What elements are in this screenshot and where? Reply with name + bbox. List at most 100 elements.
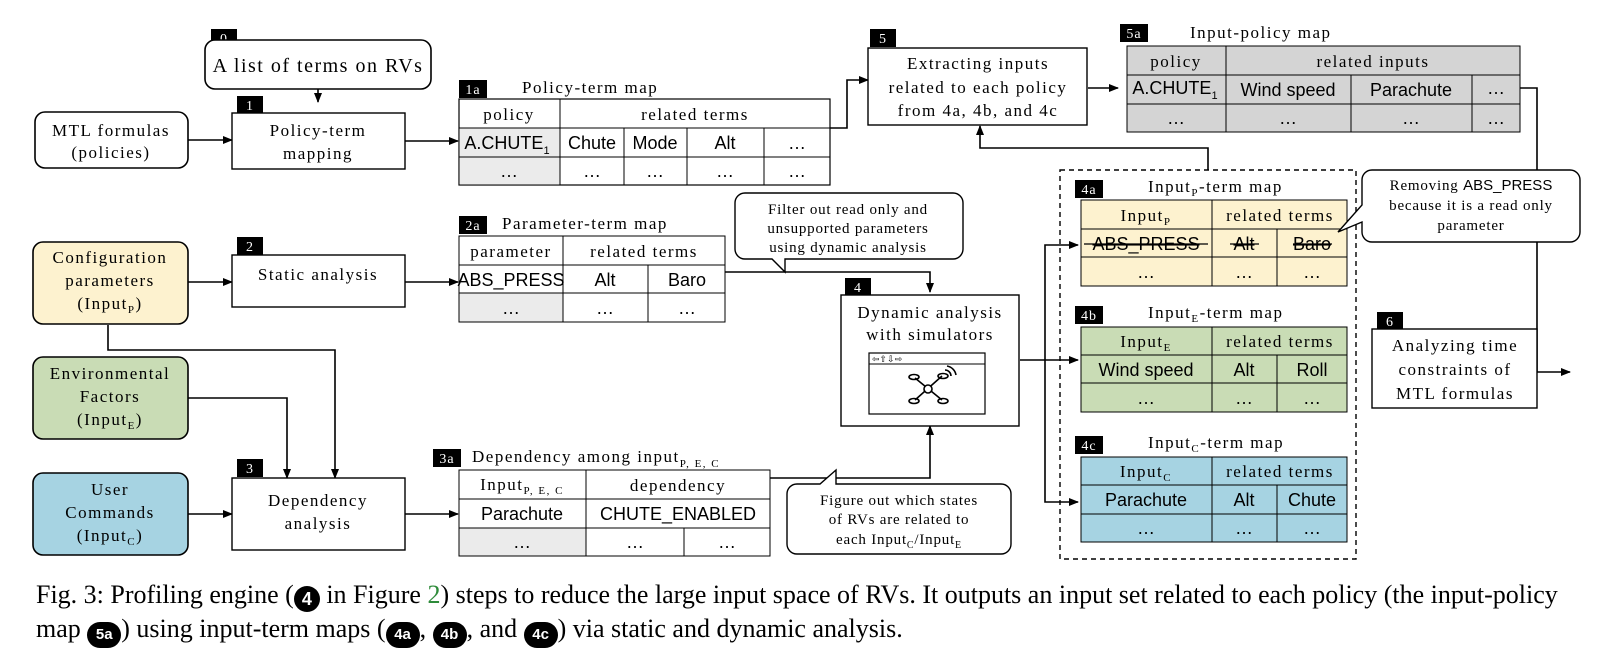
svg-text:4c: 4c xyxy=(1081,439,1096,454)
svg-text:related terms: related terms xyxy=(1226,206,1334,225)
arrow-1a-to-5 xyxy=(830,76,869,129)
svg-text:5: 5 xyxy=(879,32,887,47)
svg-text:Parachute: Parachute xyxy=(1105,490,1187,510)
arrow-env-to-3 xyxy=(187,397,291,479)
badge-4c: 4c xyxy=(1075,436,1103,454)
svg-text:Parachute: Parachute xyxy=(1370,80,1452,100)
svg-text:Mode: Mode xyxy=(632,133,677,153)
table-4a-title: InputP-term map xyxy=(1148,177,1283,199)
svg-text:CHUTE_ENABLED: CHUTE_ENABLED xyxy=(600,504,756,525)
svg-text:policy: policy xyxy=(483,105,535,124)
svg-text:…: … xyxy=(1303,262,1321,282)
svg-text:mapping: mapping xyxy=(283,144,353,163)
svg-text:Dynamic analysis: Dynamic analysis xyxy=(857,303,1002,322)
node-list-of-terms: A list of terms on RVs xyxy=(204,39,432,90)
svg-text:…: … xyxy=(1235,262,1253,282)
caption-text: ) via static and dynamic analysis. xyxy=(557,614,903,643)
svg-text:…: … xyxy=(502,298,520,318)
svg-text:Alt: Alt xyxy=(714,133,735,153)
svg-text:each InputC/InputE: each InputC/InputE xyxy=(836,532,962,551)
svg-text:User: User xyxy=(91,480,129,499)
step-5-extracting-inputs: Extracting inputs related to each policy… xyxy=(867,47,1088,126)
table-4c-title: InputC-term map xyxy=(1148,433,1284,455)
step-6-analyzing-time-constraints: Analyzing time constraints of MTL formul… xyxy=(1371,328,1538,409)
arrow-4-to-4a xyxy=(1044,241,1079,360)
svg-text:Removing ABS_PRESS: Removing ABS_PRESS xyxy=(1390,177,1553,194)
svg-text:Extracting inputs: Extracting inputs xyxy=(907,54,1049,73)
svg-text:Alt: Alt xyxy=(1233,360,1254,380)
svg-text:ABS_PRESS: ABS_PRESS xyxy=(457,270,564,291)
step-2-static-analysis: Static analysis xyxy=(231,254,406,308)
badge-1: 1 xyxy=(237,96,263,114)
badge-2: 2 xyxy=(237,237,263,255)
callout-removing: Removing ABS_PRESS because it is a read … xyxy=(1337,169,1581,243)
node-configuration-parameters: Configuration parameters (InputP) xyxy=(32,241,189,325)
arrow-keys-icon: ⇦⇧⇩⇨ xyxy=(872,354,903,364)
svg-text:…: … xyxy=(788,133,806,153)
badge-4a: 4a xyxy=(1075,180,1103,198)
svg-text:(policies): (policies) xyxy=(71,143,150,162)
svg-text:analysis: analysis xyxy=(285,514,352,533)
table-1a-title: Policy-term map xyxy=(522,78,658,97)
table-2a-parameter-term-map: Parameter-term map parameter related ter… xyxy=(457,214,726,323)
arrow-3a-to-4 xyxy=(770,425,934,479)
table-4a-input-p-term-map: InputP-term map InputP related terms ABS… xyxy=(1080,177,1348,287)
circled-4a: 4a xyxy=(385,622,420,648)
table-2a-title: Parameter-term map xyxy=(502,214,668,233)
circled-5a: 5a xyxy=(87,622,122,648)
svg-text:…: … xyxy=(788,161,806,181)
badge-3: 3 xyxy=(237,459,263,477)
svg-text:Environmental: Environmental xyxy=(50,364,171,383)
svg-text:parameters: parameters xyxy=(65,271,155,290)
svg-text:…: … xyxy=(1487,108,1505,128)
svg-text:…: … xyxy=(583,161,601,181)
table-4c-input-c-term-map: InputC-term map InputC related terms Par… xyxy=(1080,433,1348,543)
table-3a-title: Dependency among inputP, E, C xyxy=(472,447,720,470)
svg-text:…: … xyxy=(1402,108,1420,128)
figure-ref-link[interactable]: 2 xyxy=(427,580,441,609)
svg-text:Figure out which states: Figure out which states xyxy=(820,493,978,509)
svg-text:(InputE): (InputE) xyxy=(77,410,143,432)
node-mtl-formulas: MTL formulas (policies) xyxy=(34,111,189,169)
svg-text:…: … xyxy=(626,532,644,552)
svg-text:MTL formulas: MTL formulas xyxy=(52,121,170,140)
svg-text:MTL formulas: MTL formulas xyxy=(1396,384,1514,403)
caption-text: Fig. 3: Profiling engine ( xyxy=(36,580,294,609)
arrow-4-to-4c xyxy=(1044,360,1079,506)
badge-6: 6 xyxy=(1377,312,1403,330)
svg-text:Chute: Chute xyxy=(1288,490,1336,510)
badge-4: 4 xyxy=(845,278,871,296)
svg-text:4: 4 xyxy=(854,281,862,296)
node-environmental-factors: Environmental Factors (InputE) xyxy=(32,356,189,440)
svg-text:related to each policy: related to each policy xyxy=(889,78,1068,97)
caption-text: ) steps to reduce the large input space … xyxy=(36,580,1558,643)
svg-text:A.CHUTE1: A.CHUTE1 xyxy=(464,133,549,157)
badge-3a: 3a xyxy=(433,449,461,467)
svg-text:3: 3 xyxy=(246,462,254,477)
svg-text:…: … xyxy=(1235,518,1253,538)
table-4b-title: InputE-term map xyxy=(1148,303,1283,325)
svg-text:InputC: InputC xyxy=(1120,462,1172,484)
svg-text:…: … xyxy=(1167,108,1185,128)
table-1a-policy-term-map: Policy-term map policy related terms A.C… xyxy=(458,78,831,186)
svg-text:1: 1 xyxy=(246,99,254,114)
step-3-dependency-analysis: Dependency analysis xyxy=(231,477,406,551)
svg-text:related terms: related terms xyxy=(1226,462,1334,481)
svg-text:related terms: related terms xyxy=(590,242,698,261)
callout-filter: Filter out read only and unsupported par… xyxy=(734,192,964,274)
svg-text:…: … xyxy=(646,161,664,181)
svg-text:Commands: Commands xyxy=(65,503,154,522)
drone-icon xyxy=(908,365,957,405)
svg-text:InputE: InputE xyxy=(1120,332,1172,354)
svg-text:Static analysis: Static analysis xyxy=(258,265,378,284)
badge-2a: 2a xyxy=(459,216,487,234)
svg-text:Configuration: Configuration xyxy=(53,248,168,267)
arrow-config-to-3 xyxy=(107,325,339,479)
node-user-commands: User Commands (InputC) xyxy=(32,472,189,556)
svg-text:2: 2 xyxy=(246,240,254,255)
svg-text:2a: 2a xyxy=(465,219,480,234)
circled-4: 4 xyxy=(293,586,320,612)
svg-text:with simulators: with simulators xyxy=(866,325,994,344)
svg-text:Chute: Chute xyxy=(568,133,616,153)
svg-text:dependency: dependency xyxy=(630,476,726,495)
